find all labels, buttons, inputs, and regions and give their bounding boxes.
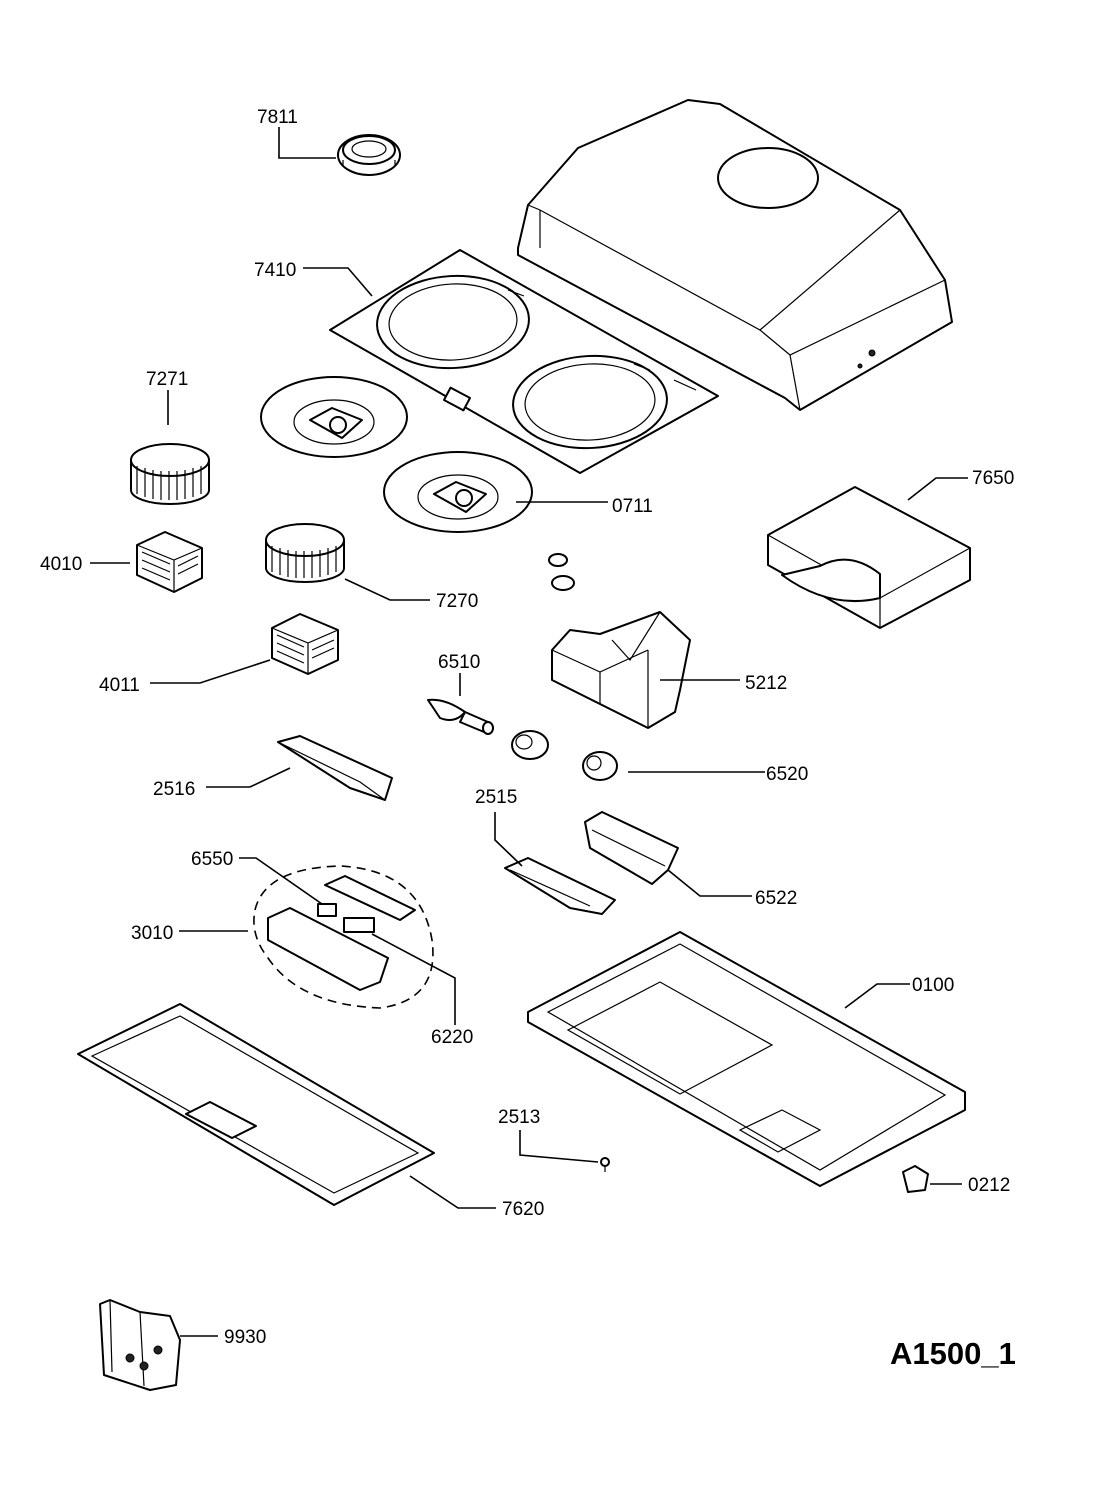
part-2515-cover [504, 857, 616, 915]
part-4010-motor [136, 531, 203, 593]
label-3010: 3010 [131, 923, 173, 944]
part-3010-control-group [253, 865, 434, 1009]
label-2513: 2513 [498, 1107, 540, 1128]
label-0711: 0711 [612, 496, 653, 517]
label-4010: 4010 [40, 554, 82, 575]
part-4011-motor [271, 613, 339, 675]
part-labels: 7811 7410 7271 0711 7650 4010 7270 4011 … [40, 107, 1014, 1348]
label-6510: 6510 [438, 652, 480, 673]
hood-housing [517, 99, 953, 411]
part-5212-bracket [551, 611, 691, 729]
label-7620: 7620 [502, 1199, 544, 1220]
label-6220: 6220 [431, 1027, 473, 1048]
label-0100: 0100 [912, 975, 954, 996]
part-7271-blower-wheel [130, 443, 210, 505]
label-6522: 6522 [755, 888, 797, 909]
label-0212: 0212 [968, 1175, 1010, 1196]
part-7650-box [767, 486, 971, 629]
label-7811: 7811 [257, 107, 298, 128]
part-7410-plate [329, 249, 719, 474]
label-2515: 2515 [475, 787, 517, 808]
small-nuts [548, 553, 575, 591]
label-7650: 7650 [972, 468, 1014, 489]
label-5212: 5212 [745, 673, 787, 694]
leader-lines [90, 127, 968, 1337]
fan-housing-left [260, 376, 408, 458]
part-6520-lamp-holder [582, 751, 618, 781]
part-2516-cover [277, 735, 393, 801]
label-6550: 6550 [191, 849, 233, 870]
label-7410: 7410 [254, 260, 296, 281]
lamp-holder-middle [511, 730, 549, 760]
label-7270: 7270 [436, 591, 478, 612]
label-9930: 9930 [224, 1327, 266, 1348]
label-2516: 2516 [153, 779, 195, 800]
part-6522-cover [584, 811, 679, 885]
part-0212-clip [902, 1165, 929, 1193]
label-7271: 7271 [146, 369, 188, 390]
diagram-reference-code: A1500_1 [890, 1336, 1016, 1371]
part-9930-bag [99, 1299, 181, 1391]
part-2513-screw [600, 1157, 610, 1172]
part-0100-bottom-panel [527, 931, 966, 1187]
part-7811-collar [337, 134, 401, 176]
part-7270-blower-wheel [265, 523, 345, 583]
part-7620-filter [77, 1003, 435, 1206]
label-6520: 6520 [766, 764, 808, 785]
part-0711-fan-housing [383, 451, 533, 533]
part-6510-lamp [427, 698, 494, 735]
label-4011: 4011 [99, 675, 140, 696]
